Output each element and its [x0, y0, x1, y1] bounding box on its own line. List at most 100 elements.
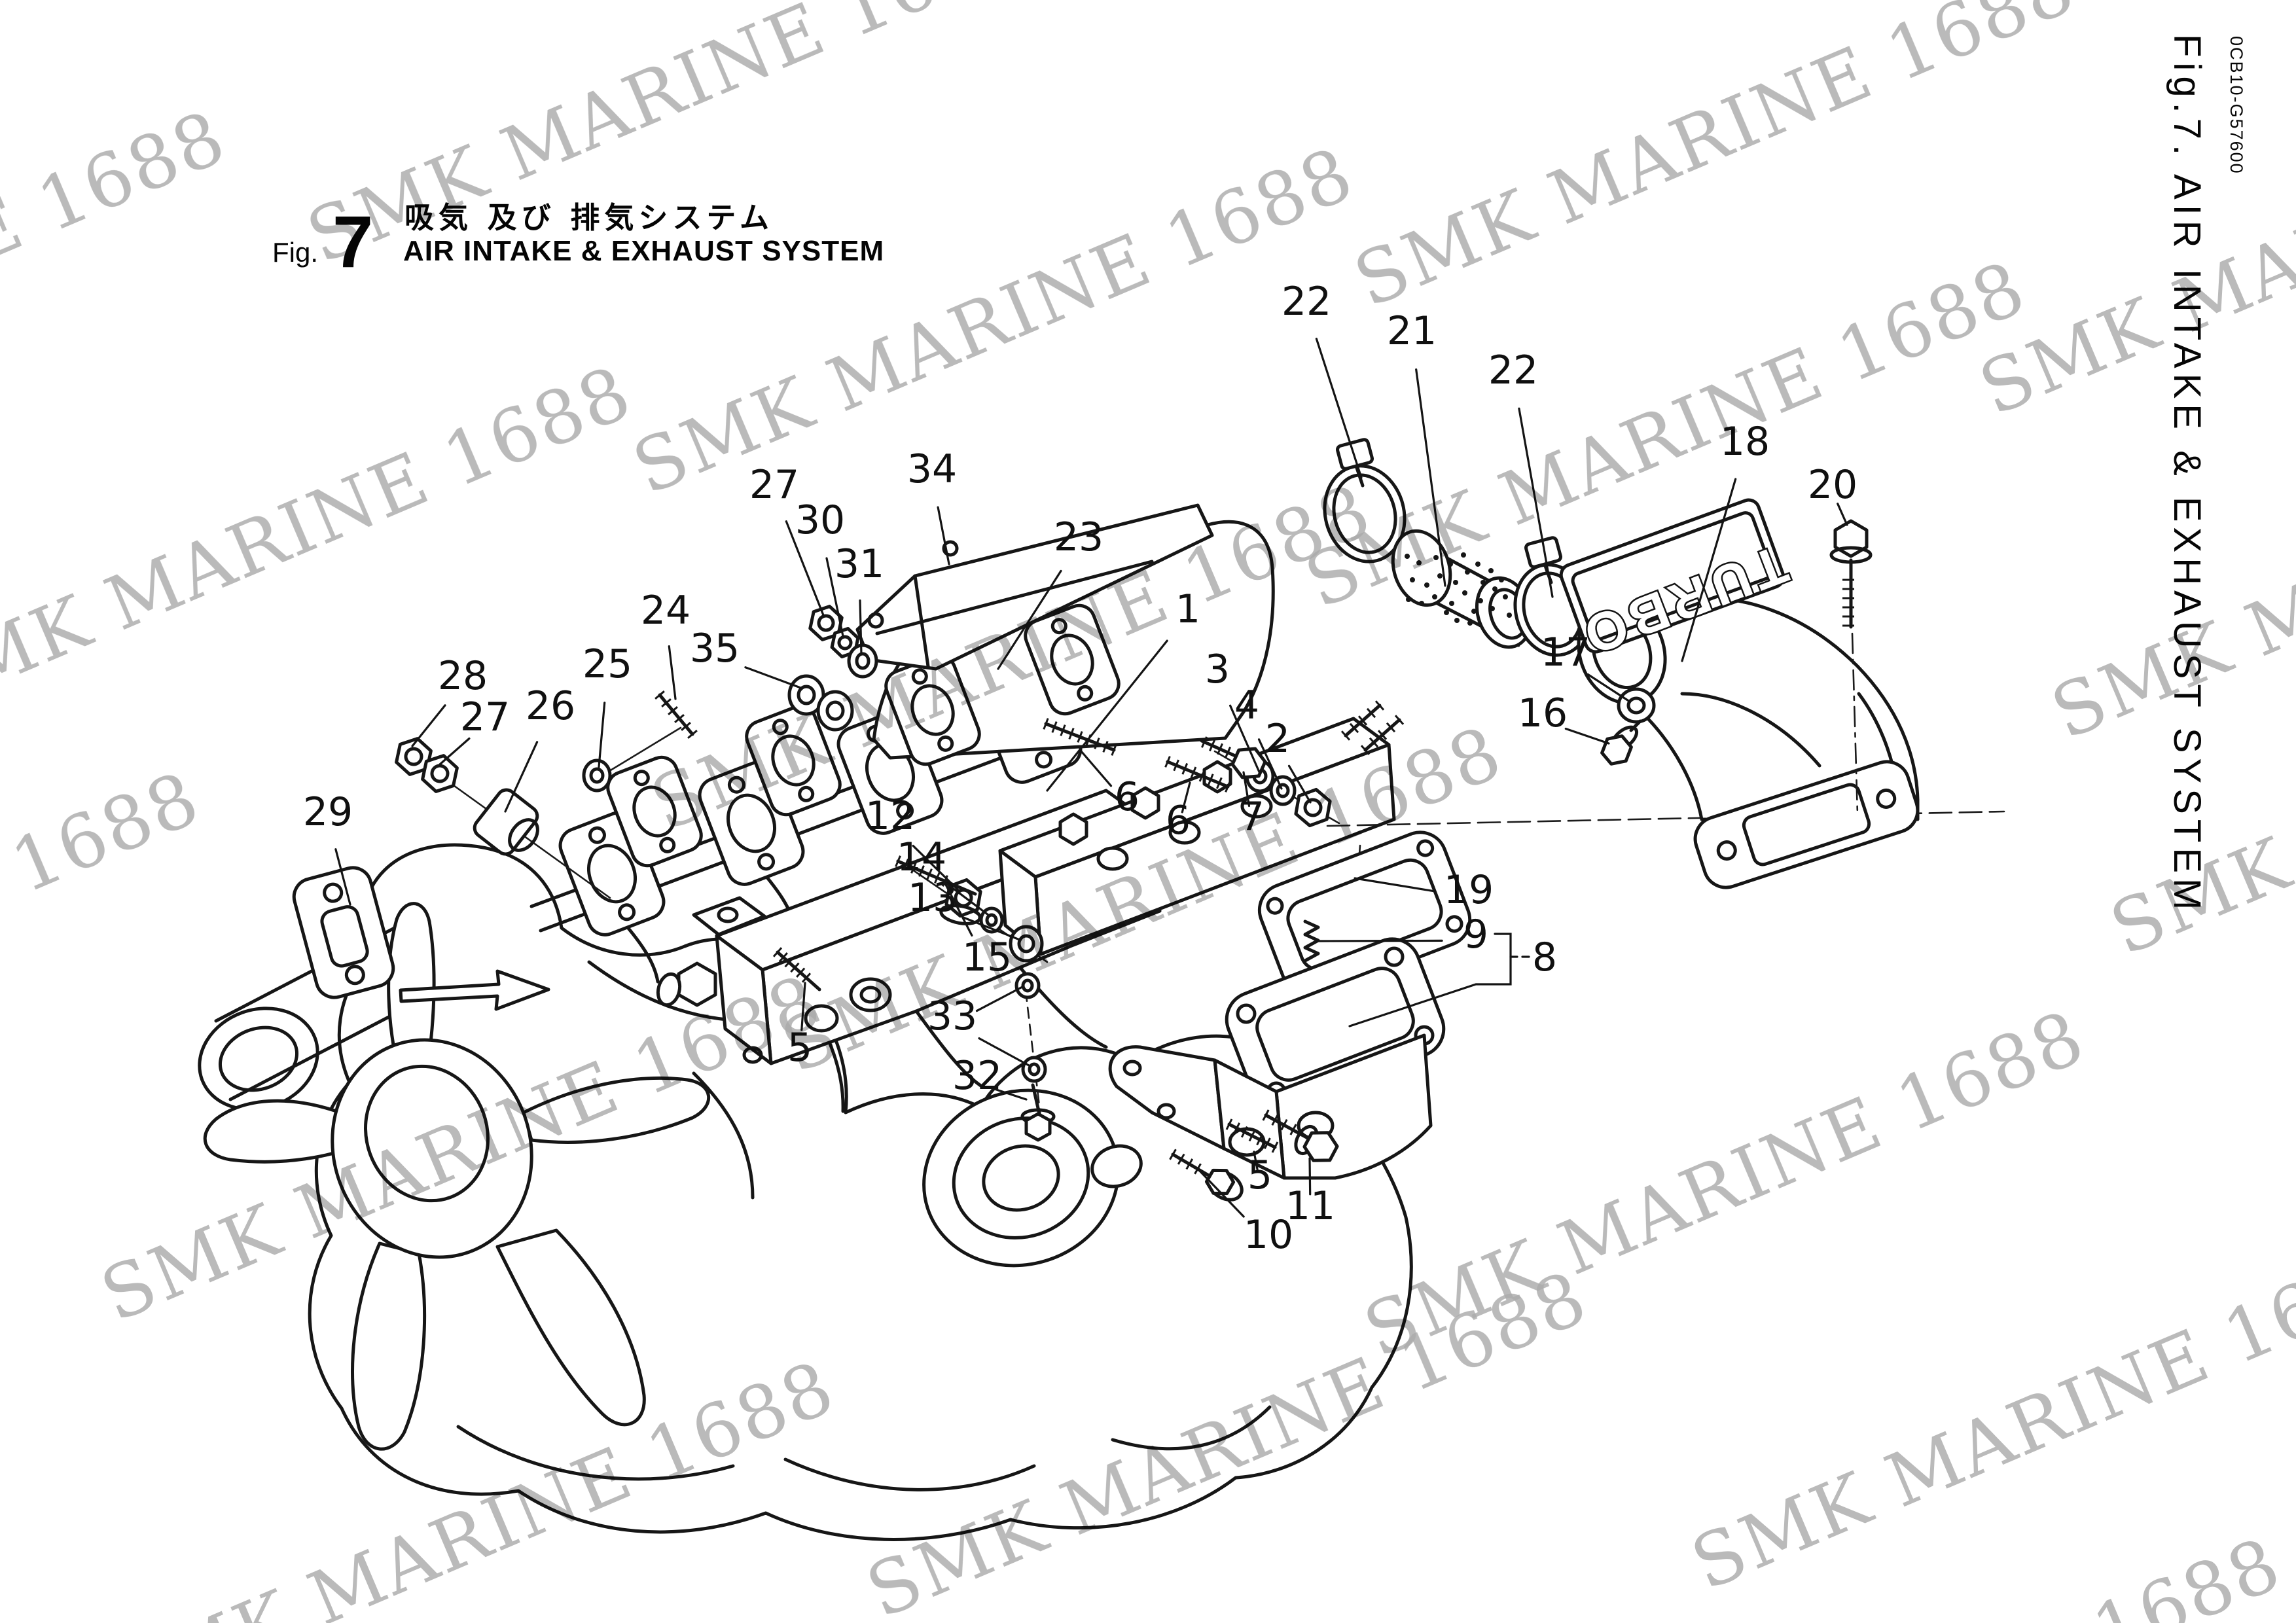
fan-blade — [351, 1241, 427, 1451]
thread-tick — [1386, 722, 1396, 733]
callout-1: 1 — [1175, 586, 1200, 632]
thread-tick — [778, 952, 788, 963]
stipple-dot — [1453, 580, 1458, 585]
callout-12: 12 — [865, 793, 915, 839]
leader-line — [944, 881, 990, 916]
thread-tick — [1111, 744, 1117, 756]
leader-line — [1587, 673, 1631, 703]
manifold-flanges — [606, 603, 1121, 868]
thread-tick — [1185, 1158, 1194, 1170]
connector-box-group — [1108, 830, 1472, 1202]
callout-11: 11 — [1285, 1183, 1335, 1229]
leader-line — [825, 557, 844, 637]
callout-8: 8 — [1532, 935, 1557, 980]
thread-tick — [1177, 1153, 1185, 1165]
left-fastener-cluster — [395, 605, 878, 899]
callout-21: 21 — [1387, 308, 1437, 354]
thread-tick — [1102, 741, 1109, 753]
water-fitting — [656, 961, 717, 1007]
engine-detail-line — [456, 1425, 735, 1481]
leader-line — [997, 569, 1062, 670]
bracket-8 — [1348, 933, 1512, 1027]
direction-arrow — [399, 969, 550, 1011]
thread-tick — [1225, 1118, 1233, 1130]
thread-tick — [1366, 707, 1376, 719]
washer-17 — [1617, 687, 1656, 724]
watermark-text: SMK MARINE 1688 — [0, 350, 644, 730]
watermark-text: SMK MARINE 1688 — [622, 132, 1366, 512]
nut-27b — [421, 754, 459, 793]
thread-tick — [661, 698, 672, 707]
stipple-dot — [1480, 580, 1486, 585]
stipple-dot — [1433, 555, 1439, 560]
thread-tick — [784, 957, 794, 968]
stipple-dot — [1462, 590, 1467, 596]
thread-tick — [790, 962, 800, 973]
thread-tick — [1289, 1124, 1297, 1135]
thread-tick — [1194, 1163, 1202, 1175]
chamber-studs — [1058, 760, 1273, 871]
leader-line — [1046, 639, 1168, 792]
outlet-flange — [1693, 760, 1920, 889]
leader-line — [912, 844, 961, 893]
thread-tick — [1190, 766, 1197, 779]
figure-title: Fig. 7 吸気 及び 排気システム AIR INTAKE & EXHAUST… — [272, 200, 884, 283]
fan-hub — [331, 1038, 533, 1259]
intake-manifold — [656, 704, 1401, 1142]
callout-25: 25 — [583, 641, 632, 687]
heat-shield — [855, 503, 1214, 671]
stipple-dot — [1444, 610, 1449, 615]
leader-line — [978, 1037, 1030, 1067]
callout-28: 28 — [438, 653, 488, 699]
stipple-dot — [1449, 601, 1454, 606]
leader-line — [1287, 764, 1312, 804]
exhaust-manifold — [292, 503, 1275, 1011]
stipple-dot — [1507, 613, 1512, 618]
thread-tick — [1207, 774, 1214, 786]
thread-tick — [1173, 759, 1179, 772]
title-ja: 吸気 及び 排気システム — [404, 200, 774, 235]
stud-6b — [1166, 760, 1230, 789]
engine-detail-line — [783, 1457, 1036, 1491]
fig-label: Fig. — [272, 237, 318, 268]
leader-line — [1315, 338, 1363, 479]
thread-tick — [1377, 730, 1388, 740]
stipple-dot — [1488, 568, 1494, 573]
washer-35a — [787, 674, 825, 716]
thread-tick — [801, 972, 812, 983]
callout-17: 17 — [1541, 630, 1590, 675]
callout-34: 34 — [907, 446, 957, 492]
thread-tick — [1216, 777, 1223, 789]
callout-18: 18 — [1720, 419, 1770, 465]
fan-blade — [495, 1228, 646, 1427]
stipple-dot — [1405, 554, 1410, 559]
leader-line — [744, 666, 804, 690]
stipple-dot — [1471, 609, 1477, 614]
watermark-text: SMK MARINE 1688 — [0, 95, 238, 475]
leader-line — [1518, 407, 1554, 598]
thread-tick — [918, 865, 925, 877]
thread-tick — [1232, 750, 1239, 762]
crank-pulley — [922, 1088, 1143, 1268]
thread-hatching — [655, 579, 1854, 1175]
callout-9: 9 — [1463, 912, 1488, 957]
leader-line — [598, 702, 606, 768]
callout-3: 3 — [1205, 647, 1230, 692]
leader-line — [1181, 781, 1191, 813]
thread-tick — [1077, 731, 1083, 743]
callout-15: 15 — [962, 935, 1012, 980]
thread-tick — [1262, 1109, 1270, 1121]
callout-30: 30 — [795, 497, 845, 543]
stipple-dot — [1424, 582, 1429, 588]
nut-27a — [808, 605, 844, 641]
leader-line — [1564, 727, 1610, 745]
watermark-text: SMK MARINE 1688 — [1549, 1522, 2293, 1623]
callout-4: 4 — [1234, 683, 1259, 728]
washer-13 — [1009, 925, 1044, 963]
leader-line — [1415, 368, 1446, 587]
stipple-dot — [1461, 552, 1466, 558]
washer-35b — [816, 690, 854, 732]
thread-tick — [1201, 736, 1208, 748]
